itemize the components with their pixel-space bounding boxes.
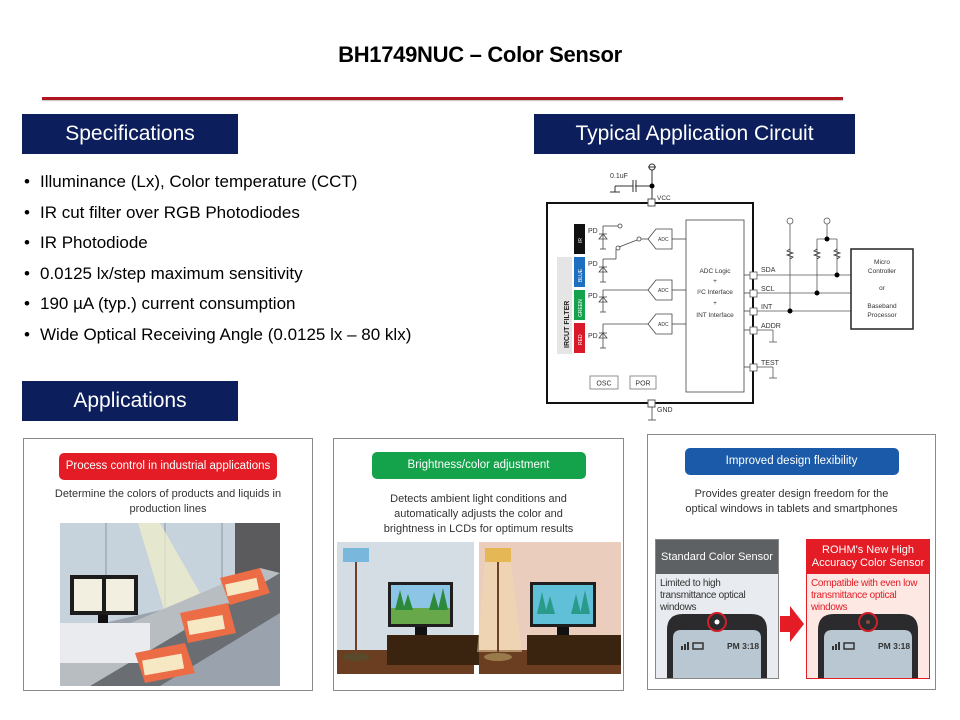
channel-red: RED bbox=[574, 323, 585, 353]
application-description: Determine the colors of products and liq… bbox=[54, 488, 282, 515]
battery-icon bbox=[843, 642, 855, 650]
svg-text:Controller: Controller bbox=[868, 268, 897, 275]
signal-icon bbox=[681, 642, 689, 650]
application-card-display: Brightness/color adjustment Detects ambi… bbox=[333, 438, 624, 691]
title-divider bbox=[42, 97, 843, 100]
ircut-filter-band bbox=[557, 257, 572, 354]
panel-text: Limited to high transmittance optical wi… bbox=[660, 578, 746, 613]
panel-title: ROHM's New High Accuracy Color Sensor bbox=[807, 540, 929, 574]
svg-text:+: + bbox=[713, 300, 717, 307]
spec-item: 190 µA (typ.) current consumption bbox=[24, 289, 411, 320]
svg-text:GREEN: GREEN bbox=[578, 299, 584, 317]
gnd-label: GND bbox=[657, 407, 673, 414]
phone-illustration: PM 3:18 bbox=[667, 612, 767, 678]
pin-addr-label: ADDR bbox=[761, 323, 781, 330]
application-description: Detects ambient light conditions and aut… bbox=[383, 493, 574, 535]
adc-label: ADC bbox=[658, 288, 669, 294]
phone-clock: PM 3:18 bbox=[878, 641, 910, 651]
application-card-industrial: Process control in industrial applicatio… bbox=[23, 438, 313, 691]
svg-text:+: + bbox=[713, 278, 717, 285]
svg-text:or: or bbox=[879, 285, 886, 292]
application-tag: Improved design flexibility bbox=[684, 448, 899, 475]
spec-item: Illuminance (Lx), Color temperature (CCT… bbox=[24, 167, 411, 198]
vcc-label: VCC bbox=[657, 195, 671, 202]
standard-sensor-panel: Standard Color Sensor Limited to high tr… bbox=[655, 539, 779, 679]
pd-label: PD bbox=[588, 333, 598, 340]
panel-text: Compatible with even low transmittance o… bbox=[811, 578, 918, 613]
panel-title: Standard Color Sensor bbox=[656, 540, 778, 574]
phone-clock: PM 3:18 bbox=[727, 641, 759, 651]
vcc-pin bbox=[647, 198, 656, 207]
pd-label: PD bbox=[588, 228, 598, 235]
pin-test-label: TEST bbox=[761, 360, 780, 367]
pd-label: PD bbox=[588, 293, 598, 300]
svg-text:Micro: Micro bbox=[874, 259, 890, 266]
svg-text:INT Interface: INT Interface bbox=[696, 312, 734, 319]
svg-text:Baseband: Baseband bbox=[867, 303, 897, 310]
photodiode-green bbox=[598, 289, 648, 313]
logic-block-label: ADC Logic + I²C Interface + INT Interfac… bbox=[696, 268, 734, 319]
photodiode-ir bbox=[598, 225, 618, 250]
junction-dot bbox=[649, 183, 655, 189]
pin-sda-label: SDA bbox=[761, 267, 776, 274]
photodiode-blue bbox=[598, 249, 617, 283]
svg-text:RED: RED bbox=[578, 334, 584, 345]
svg-text:IR: IR bbox=[578, 238, 584, 243]
application-description: Provides greater design freedom for the … bbox=[685, 488, 898, 515]
pull-up-resistors bbox=[785, 248, 842, 260]
bus-junctions bbox=[787, 236, 840, 314]
battery-icon bbox=[692, 642, 704, 650]
logic-block bbox=[685, 219, 745, 393]
svg-text:BLUE: BLUE bbox=[578, 268, 584, 282]
capacitor-label: 0.1uF bbox=[610, 173, 628, 180]
por-block bbox=[629, 375, 657, 390]
host-processor-label: Micro Controller or Baseband Processor bbox=[867, 259, 897, 319]
pin-int-label: INT bbox=[761, 304, 773, 311]
application-card-design-flexibility: Improved design flexibility Provides gre… bbox=[647, 434, 936, 690]
conveyor-belt-illustration bbox=[60, 523, 280, 686]
arrow-right-icon bbox=[780, 606, 804, 642]
pin-scl-label: SCL bbox=[761, 286, 775, 293]
host-processor-block bbox=[850, 248, 914, 330]
warm-light-scene bbox=[477, 542, 621, 674]
application-tag: Brightness/color adjustment bbox=[371, 452, 586, 479]
osc-block bbox=[589, 375, 619, 390]
rohm-sensor-panel: ROHM's New High Accuracy Color Sensor Co… bbox=[806, 539, 930, 679]
spec-item: Wide Optical Receiving Angle (0.0125 lx … bbox=[24, 320, 411, 351]
channel-switch bbox=[615, 223, 648, 251]
svg-text:I²C Interface: I²C Interface bbox=[697, 289, 733, 296]
output-pins bbox=[749, 271, 758, 372]
cool-light-scene bbox=[337, 542, 482, 674]
vcc-supply bbox=[610, 163, 656, 199]
spec-item: 0.0125 lx/step maximum sensitivity bbox=[24, 259, 411, 290]
channel-blue: BLUE bbox=[574, 257, 585, 287]
phone-illustration: PM 3:18 bbox=[818, 612, 918, 678]
svg-text:Processor: Processor bbox=[867, 312, 897, 319]
slide-title: BH1749NUC – Color Sensor bbox=[338, 42, 622, 67]
signal-icon bbox=[832, 642, 840, 650]
gnd-pin bbox=[647, 399, 656, 408]
svg-text:ADC Logic: ADC Logic bbox=[699, 268, 731, 275]
circuit-header: Typical Application Circuit bbox=[534, 114, 855, 154]
spec-item: IR Photodiode bbox=[24, 228, 411, 259]
applications-header: Applications bbox=[22, 381, 238, 421]
application-tag: Process control in industrial applicatio… bbox=[59, 453, 277, 480]
specifications-list: Illuminance (Lx), Color temperature (CCT… bbox=[24, 167, 411, 350]
por-label: POR bbox=[635, 381, 650, 388]
adc-label: ADC bbox=[658, 322, 669, 328]
osc-label: OSC bbox=[596, 381, 611, 388]
specifications-header: Specifications bbox=[22, 114, 238, 154]
living-room-illustration bbox=[337, 542, 621, 674]
application-circuit-diagram: 0.1uF VCC IRCUT FILTER IR BLUE GREEN RED bbox=[546, 163, 914, 421]
pd-label: PD bbox=[588, 261, 598, 268]
spec-item: IR cut filter over RGB Photodiodes bbox=[24, 198, 411, 229]
channel-ir: IR bbox=[574, 224, 585, 254]
sensor-window-icon bbox=[866, 620, 870, 624]
adc-label: ADC bbox=[658, 237, 669, 243]
sensor-window-icon bbox=[714, 619, 720, 625]
photodiode-red bbox=[598, 323, 648, 349]
channel-green: GREEN bbox=[574, 290, 585, 320]
ircut-filter-label: IRCUT FILTER bbox=[564, 301, 571, 348]
